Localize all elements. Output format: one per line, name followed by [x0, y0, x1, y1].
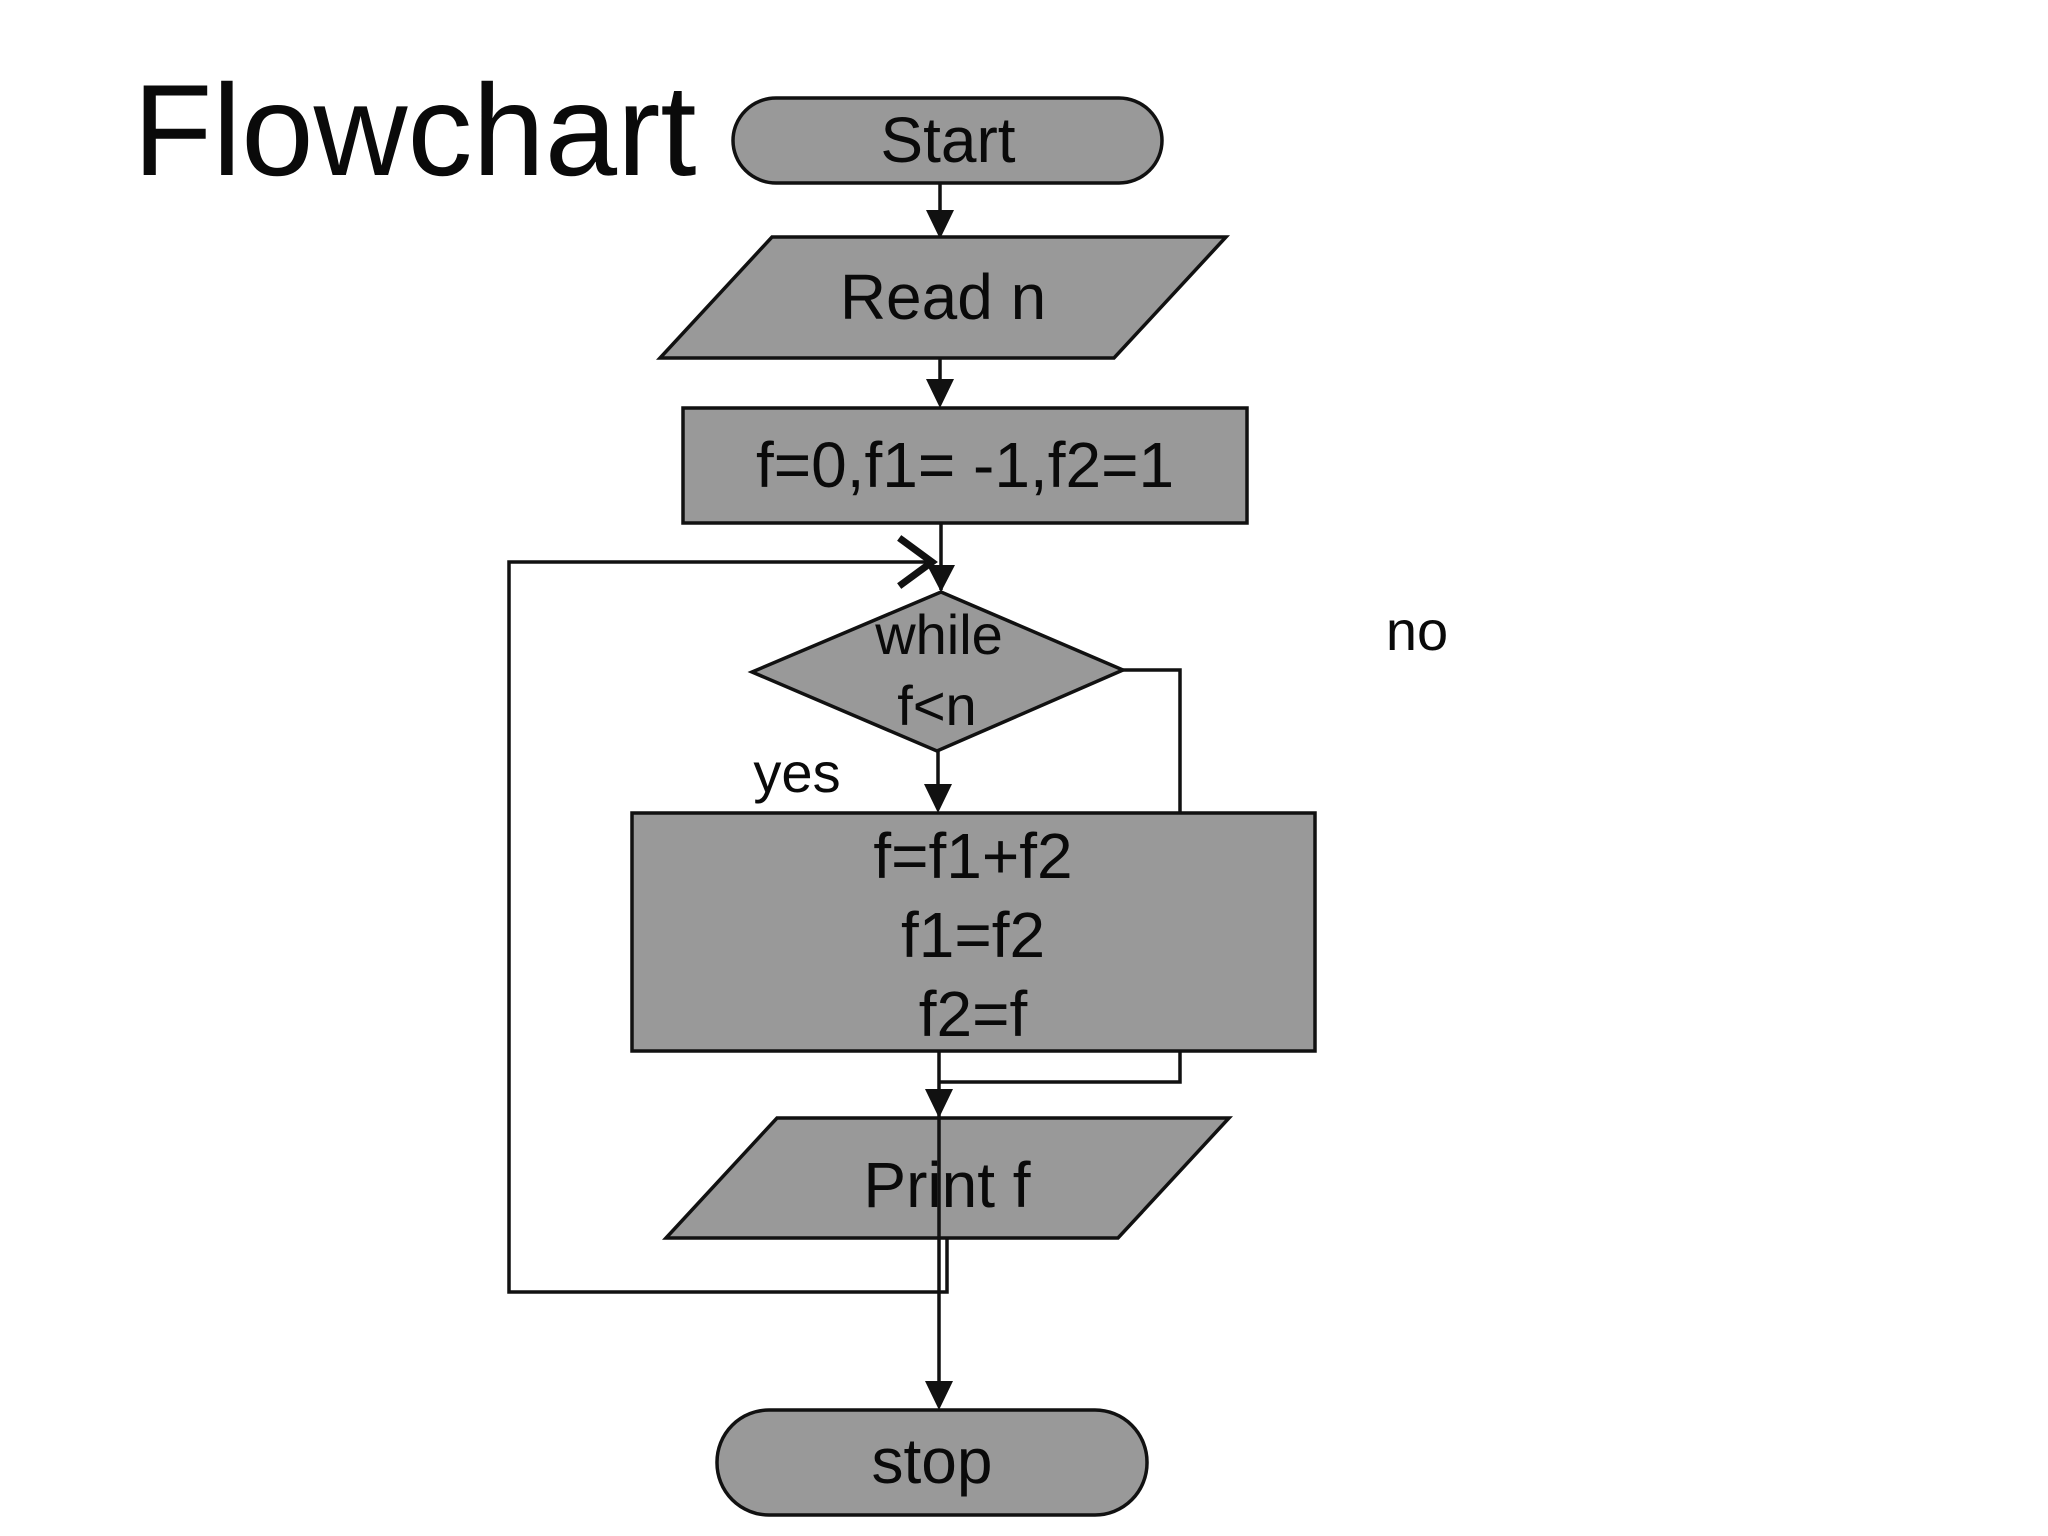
nodes [630, 96, 1317, 1517]
read-label: Read n [840, 261, 1046, 333]
stop-label: stop [872, 1425, 993, 1497]
print-label: Print f [863, 1149, 1030, 1221]
arrowhead-body-icon [924, 784, 952, 813]
body-label-line1: f=f1+f2 [873, 820, 1072, 892]
body-label-line2: f1=f2 [901, 899, 1045, 971]
print-output-parallelogram [661, 1116, 1234, 1240]
stop-terminator-shape [715, 1408, 1149, 1517]
init-process-rect [681, 406, 1249, 525]
arrowhead-stop-icon [925, 1381, 953, 1410]
arrowhead-init-icon [926, 379, 954, 408]
page-title: Flowchart [133, 57, 696, 203]
chevron-arrowhead-icon [897, 535, 938, 589]
while-label-line2: f<n [897, 674, 976, 737]
while-label-line1: while [874, 603, 1003, 666]
yes-branch-label: yes [753, 741, 840, 804]
edge-loopback [507, 560, 949, 1294]
no-branch-label: no [1386, 599, 1448, 662]
arrowhead-while-icon [927, 565, 955, 592]
arrowhead-read-icon [926, 210, 954, 239]
read-input-parallelogram [655, 235, 1231, 360]
labels: Flowchart Start Read n f=0,f1= -1,f2=1 w… [133, 57, 1448, 1497]
arrowhead-print-icon [925, 1089, 953, 1118]
edges [507, 183, 1182, 1410]
while-decision-diamond [747, 590, 1128, 753]
start-terminator-shape [731, 96, 1164, 185]
init-label: f=0,f1= -1,f2=1 [756, 429, 1174, 501]
body-process-rect [630, 811, 1317, 1053]
start-label: Start [880, 104, 1015, 176]
body-label-line3: f2=f [919, 978, 1028, 1050]
